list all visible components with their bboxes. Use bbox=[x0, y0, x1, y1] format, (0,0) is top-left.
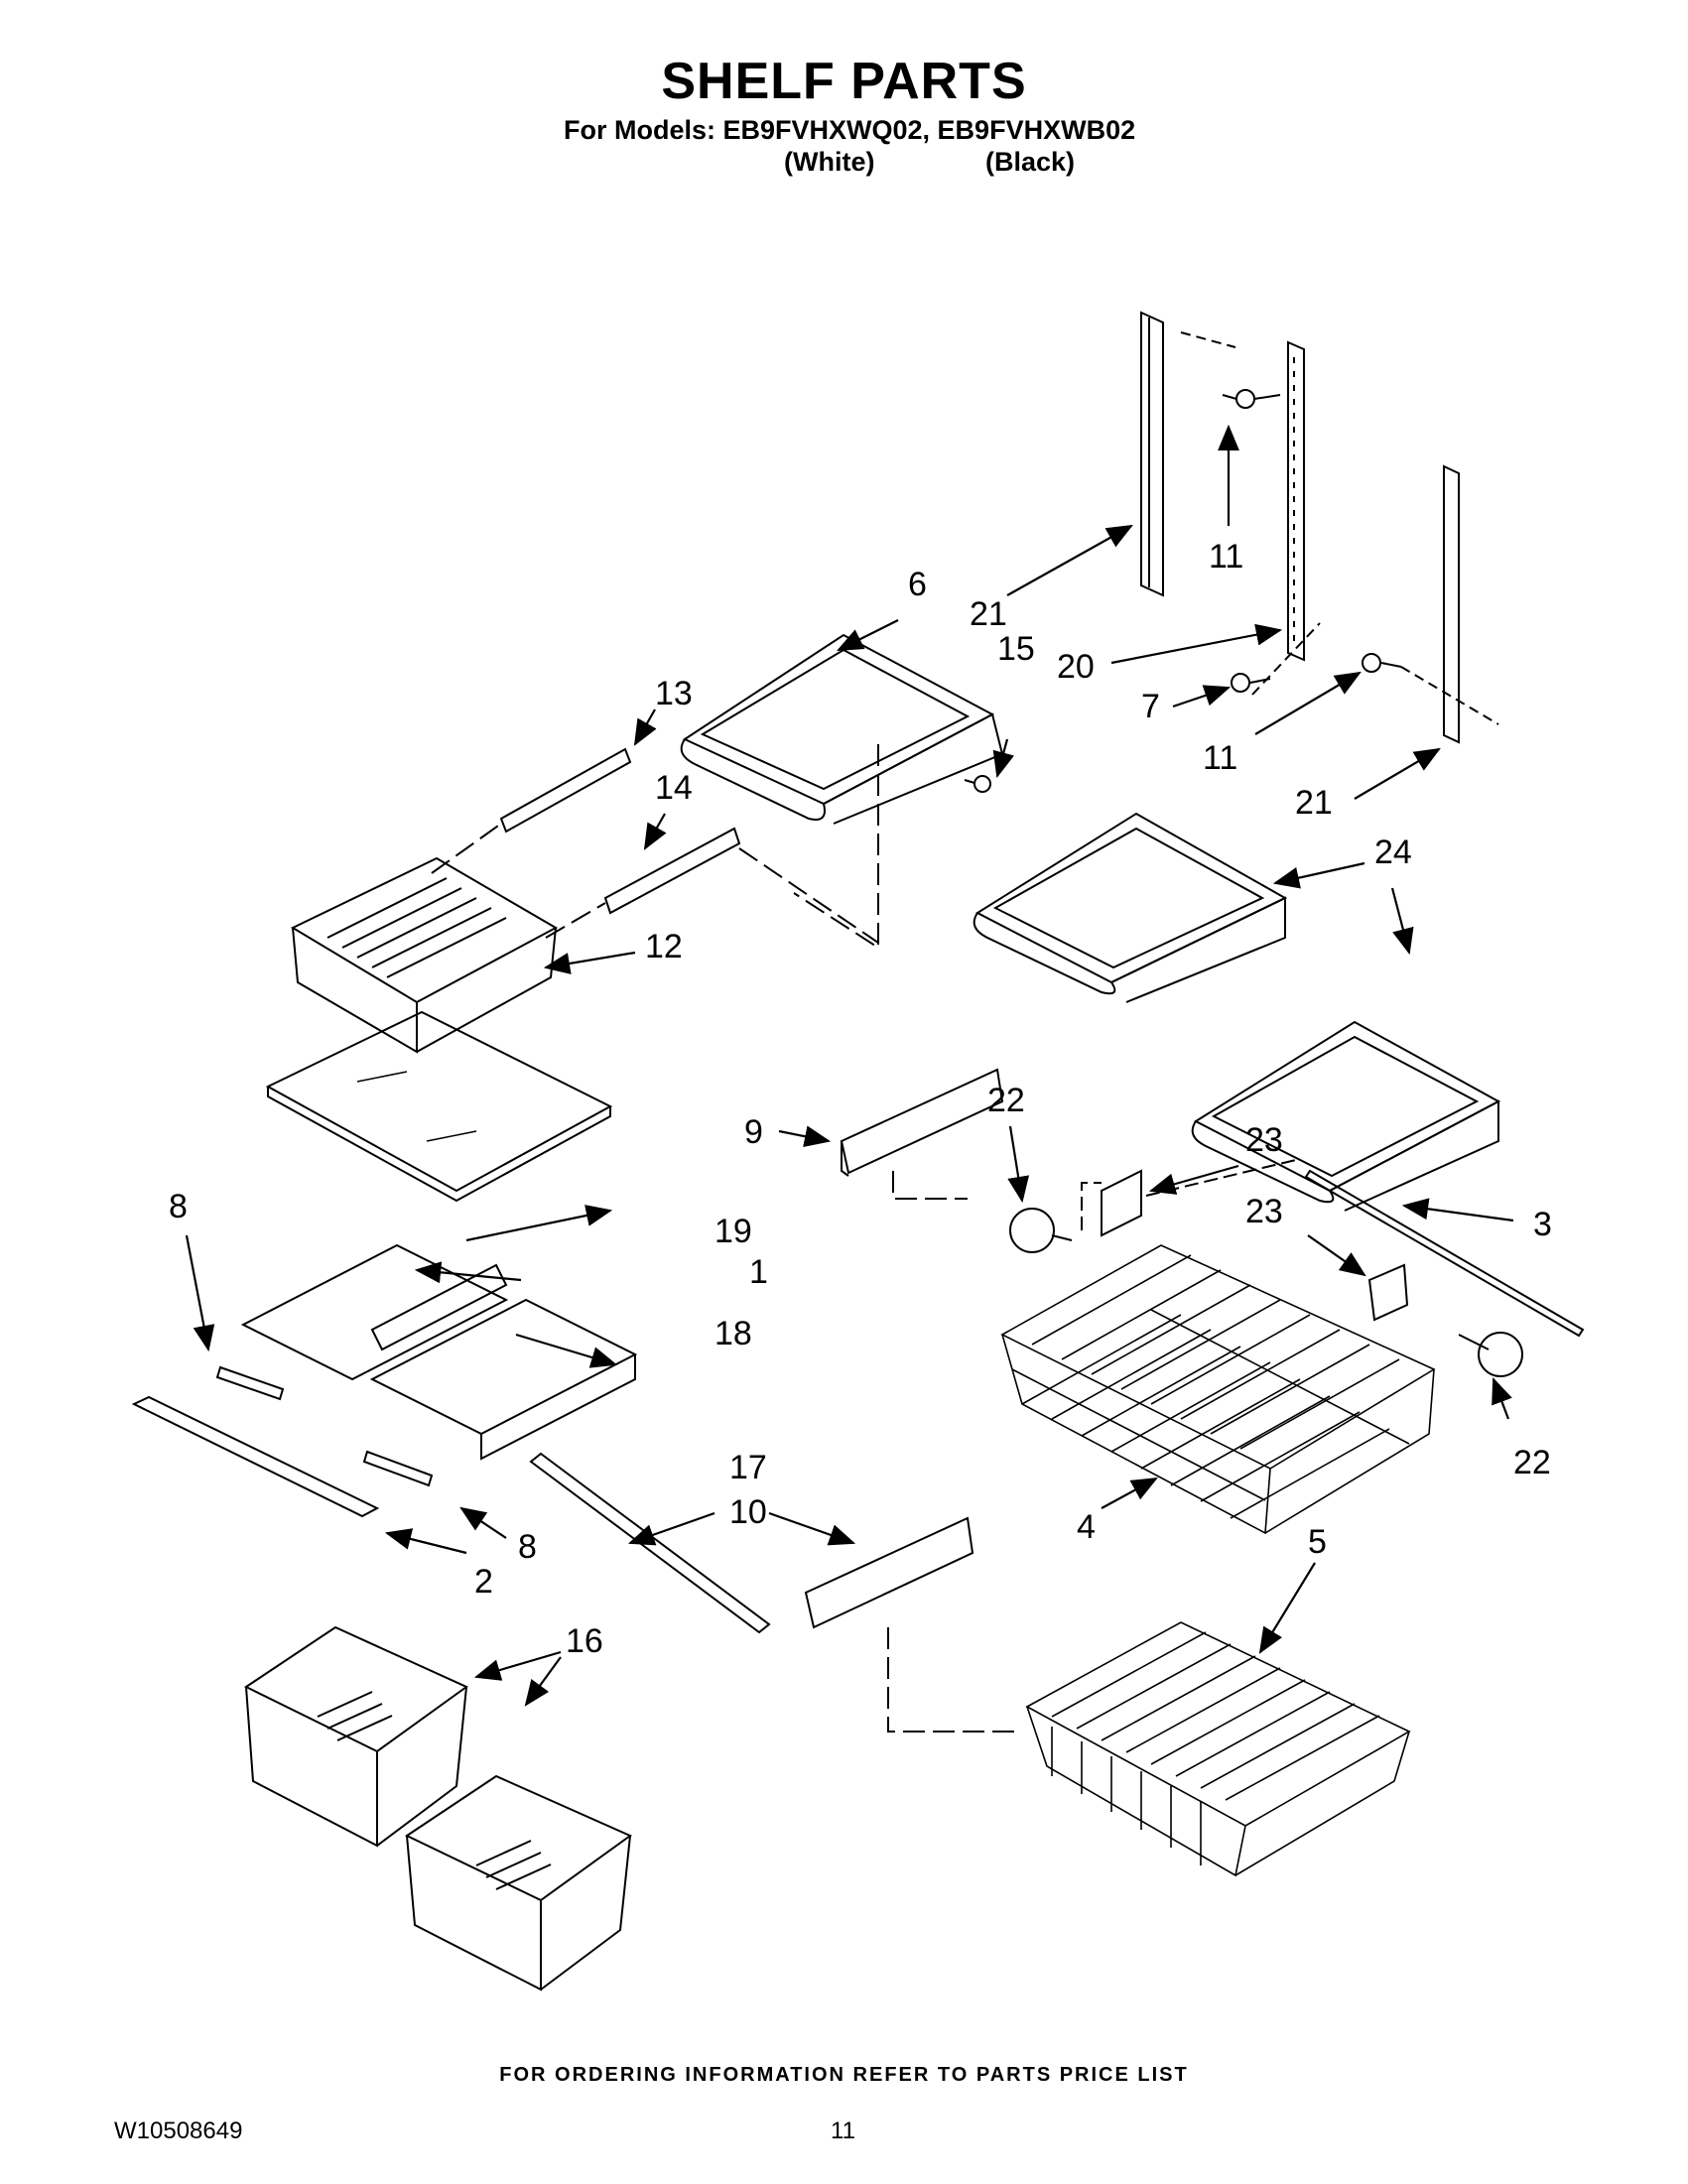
wire-basket-4 bbox=[1000, 1244, 1436, 1535]
rod-3 bbox=[1304, 1169, 1585, 1338]
crisper-pan-16-upper bbox=[244, 1625, 468, 1848]
bracket-23-lower bbox=[1367, 1263, 1409, 1322]
slide-8-right bbox=[362, 1450, 434, 1487]
callout-22-upper: 22 bbox=[987, 1082, 1025, 1119]
meat-pan-12 bbox=[290, 856, 559, 1054]
callout-11-lower: 11 bbox=[1203, 739, 1237, 777]
page-title: SHELF PARTS bbox=[661, 53, 1027, 110]
ordering-info: FOR ORDERING INFORMATION REFER TO PARTS … bbox=[499, 2064, 1189, 2086]
models-line: For Models: EB9FVHXWQ02, EB9FVHXWB02 bbox=[564, 115, 1136, 145]
rail-21-lower bbox=[1443, 464, 1460, 744]
rail-21-upper bbox=[1140, 311, 1164, 597]
callout-8-left: 8 bbox=[169, 1188, 188, 1225]
callout-6: 6 bbox=[908, 566, 927, 603]
shelf-24-upper bbox=[973, 812, 1288, 1003]
rod-17 bbox=[529, 1452, 771, 1634]
callout-labels: 1 2 3 4 5 6 7 8 8 9 10 11 11 12 13 14 15… bbox=[169, 538, 1552, 1660]
callout-5: 5 bbox=[1308, 1523, 1327, 1561]
gear-22-lower bbox=[1458, 1332, 1523, 1377]
callout-8-right: 8 bbox=[518, 1528, 537, 1566]
callout-1: 1 bbox=[749, 1253, 768, 1291]
callout-24: 24 bbox=[1374, 834, 1412, 871]
screw-11-upper bbox=[1222, 389, 1281, 409]
divider-10 bbox=[804, 1516, 974, 1629]
callout-16: 16 bbox=[566, 1622, 603, 1660]
callout-21-upper: 21 bbox=[970, 595, 1007, 633]
cover-support-14 bbox=[603, 827, 741, 915]
callout-9: 9 bbox=[744, 1113, 763, 1151]
callout-4: 4 bbox=[1077, 1508, 1096, 1546]
screw-11-lower bbox=[1362, 653, 1402, 673]
callout-23-upper: 23 bbox=[1245, 1121, 1283, 1159]
callout-13: 13 bbox=[655, 675, 693, 712]
glass-shelf-19 bbox=[265, 1010, 613, 1203]
callout-11-upper: 11 bbox=[1209, 538, 1243, 576]
variant-white-label: (White) bbox=[784, 147, 875, 177]
crisper-cover-2 bbox=[131, 1395, 380, 1518]
wire-basket-5 bbox=[1025, 1621, 1411, 1877]
callout-14: 14 bbox=[655, 769, 693, 807]
callout-12: 12 bbox=[645, 928, 683, 965]
crisper-pan-16-lower bbox=[404, 1774, 632, 1991]
bracket-23-upper bbox=[1101, 1169, 1142, 1237]
callout-21-lower: 21 bbox=[1295, 784, 1333, 822]
callout-10: 10 bbox=[729, 1493, 767, 1531]
callout-7: 7 bbox=[1141, 688, 1160, 725]
callout-19: 19 bbox=[714, 1213, 752, 1250]
crisper-frame-1-18 bbox=[240, 1243, 638, 1461]
callout-2: 2 bbox=[474, 1563, 493, 1601]
variant-black-label: (Black) bbox=[985, 147, 1076, 177]
callout-17: 17 bbox=[729, 1449, 767, 1486]
slide-8-left bbox=[215, 1365, 285, 1401]
rail-20 bbox=[1287, 340, 1305, 662]
gear-22-upper bbox=[1009, 1208, 1073, 1253]
page-number: 11 bbox=[831, 2118, 855, 2144]
divider-9 bbox=[840, 1068, 1004, 1177]
shelf-24-lower bbox=[1191, 1020, 1501, 1212]
cover-support-13 bbox=[499, 747, 632, 834]
callout-3: 3 bbox=[1533, 1206, 1552, 1243]
screw-15 bbox=[964, 775, 991, 793]
document-number: W10508649 bbox=[114, 2118, 243, 2144]
callout-20: 20 bbox=[1057, 648, 1095, 686]
callout-23-lower: 23 bbox=[1245, 1193, 1283, 1230]
callout-22-lower: 22 bbox=[1513, 1444, 1551, 1481]
shelf-6 bbox=[680, 633, 1004, 950]
callout-18: 18 bbox=[714, 1315, 752, 1352]
callout-15: 15 bbox=[997, 630, 1035, 668]
